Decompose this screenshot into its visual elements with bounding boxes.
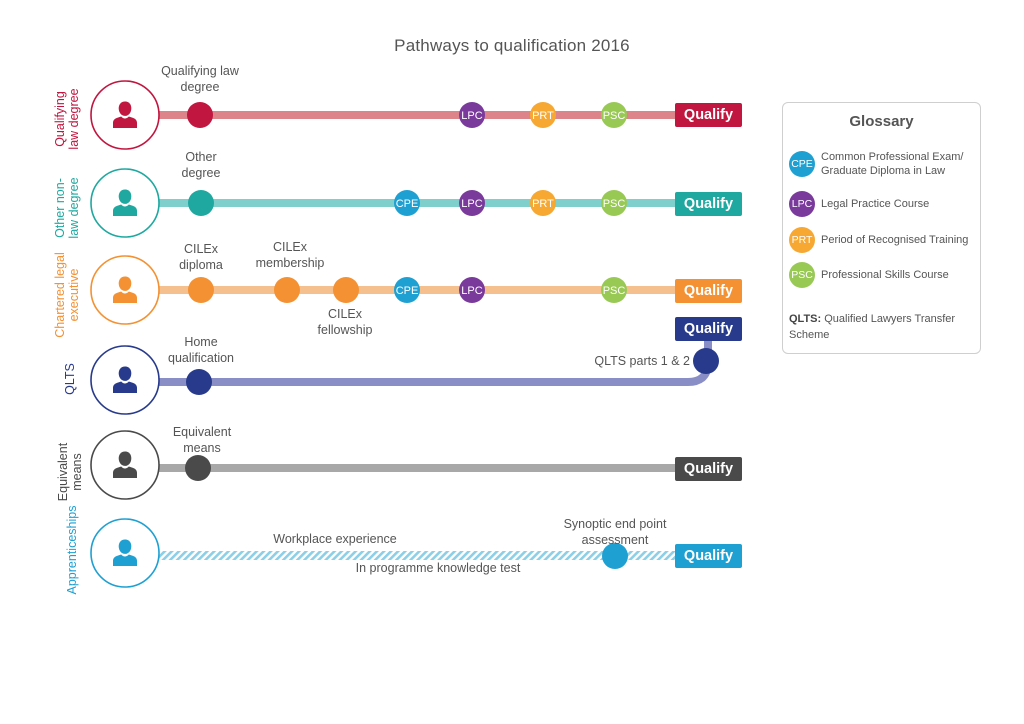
- label-equivalent-means: Equivalent means: [172, 425, 232, 455]
- stage-psc-law-degree-text: PSC: [603, 110, 626, 122]
- glossary-qlts-note: QLTS: Qualified Lawyers Transfer Scheme: [789, 311, 975, 343]
- stage-prt-law-degree: PRT: [530, 102, 556, 128]
- stage-psc-non-law-dot: [601, 190, 627, 216]
- glossary-panel: Glossary CPE Common Professional Exam/ G…: [782, 102, 981, 354]
- stage-lpc-cilex: LPC: [459, 277, 485, 303]
- milestone-cilex-membership: [274, 277, 300, 303]
- stage-prt-law-degree-text: PRT: [532, 110, 554, 122]
- stage-psc-cilex-dot: [601, 277, 627, 303]
- qualify-badge-non-law-degree: Qualify: [675, 192, 742, 216]
- stage-cpe-cilex-text: CPE: [396, 285, 419, 297]
- qlts-term: QLTS:: [789, 313, 822, 325]
- stage-cpe-non-law: CPE: [394, 190, 420, 216]
- stage-lpc-law-degree-dot: [459, 102, 485, 128]
- avatar-cilex: [90, 255, 160, 325]
- stage-cpe-cilex-dot: [394, 277, 420, 303]
- milestone-home-qualification: [186, 369, 212, 395]
- label-qlts-parts: QLTS parts 1 & 2: [594, 354, 690, 368]
- qualify-badge-law-degree: Qualify: [675, 103, 742, 127]
- stage-cpe-non-law-dot: [394, 190, 420, 216]
- glossary-item-cpe: CPE Common Professional Exam/ Graduate D…: [789, 150, 963, 178]
- stage-lpc-cilex-dot: [459, 277, 485, 303]
- stage-lpc-non-law-text: LPC: [461, 198, 482, 210]
- route-label-qlts: QLTS: [63, 363, 77, 395]
- avatar-qlts: [90, 345, 160, 415]
- stage-prt-law-degree-dot: [530, 102, 556, 128]
- milestone-qlts-parts: [693, 348, 719, 374]
- stage-cpe-cilex: CPE: [394, 277, 420, 303]
- avatar-non-law-degree: [90, 168, 160, 238]
- glossary-heading: Glossary: [849, 113, 914, 130]
- stage-psc-law-degree: PSC: [601, 102, 627, 128]
- avatar-law-degree: [90, 80, 160, 150]
- glossary-item-lpc: LPC Legal Practice Course: [789, 191, 929, 217]
- stage-lpc-non-law-dot: [459, 190, 485, 216]
- stage-psc-non-law: PSC: [601, 190, 627, 216]
- stage-prt-non-law-dot: [530, 190, 556, 216]
- label-qualifying-law-degree: Qualifying law degree: [161, 64, 239, 94]
- qlts-definition: Qualified Lawyers Transfer Scheme: [789, 313, 956, 341]
- stage-psc-cilex-text: PSC: [603, 285, 626, 297]
- milestone-equivalent-means: [185, 455, 211, 481]
- route-label-apprenticeships: Apprenticeships: [65, 505, 79, 595]
- avatar-equivalent: [90, 430, 160, 500]
- stage-lpc-non-law: LPC: [459, 190, 485, 216]
- label-synoptic-assessment: Synoptic end point assessment: [563, 517, 667, 547]
- stage-psc-law-degree-dot: [601, 102, 627, 128]
- stage-psc-cilex: PSC: [601, 277, 627, 303]
- stage-cpe-non-law-text: CPE: [396, 198, 419, 210]
- glossary-item-psc: PSC Professional Skills Course: [789, 262, 949, 288]
- qualify-badge-cilex: Qualify: [675, 279, 742, 303]
- milestone-synoptic-assessment: [602, 543, 628, 569]
- qualify-badge-apprenticeships: Qualify: [675, 544, 742, 568]
- stage-lpc-law-degree-text: LPC: [461, 110, 482, 122]
- milestone-qualifying-law-degree: [187, 102, 213, 128]
- prt-badge: PRT: [789, 227, 815, 253]
- stage-lpc-law-degree: LPC: [459, 102, 485, 128]
- stage-prt-non-law-text: PRT: [532, 198, 554, 210]
- route-line-apprenticeships: [159, 551, 678, 560]
- route-label-chartered-legal-executive: Chartered legal executive: [53, 252, 81, 338]
- label-knowledge-test: In programme knowledge test: [355, 561, 521, 575]
- route-label-law-degree: Qualifying law degree: [53, 88, 81, 150]
- label-home-qualification: Home qualification: [167, 335, 235, 365]
- lpc-badge: LPC: [789, 191, 815, 217]
- label-cilex-fellowship: CILEx fellowship: [317, 307, 373, 337]
- stage-prt-non-law: PRT: [530, 190, 556, 216]
- stage-lpc-cilex-text: LPC: [461, 285, 482, 297]
- milestone-cilex-fellowship: [333, 277, 359, 303]
- psc-badge: PSC: [789, 262, 815, 288]
- label-other-degree: Other degree: [181, 150, 221, 180]
- label-workplace-experience: Workplace experience: [273, 532, 397, 546]
- stage-psc-non-law-text: PSC: [603, 198, 626, 210]
- glossary-item-prt: PRT Period of Recognised Training: [789, 227, 968, 253]
- milestone-cilex-diploma: [188, 277, 214, 303]
- milestone-other-degree: [188, 190, 214, 216]
- qualify-badge-equivalent: Qualify: [675, 457, 742, 481]
- label-cilex-membership: CILEx membership: [255, 240, 325, 270]
- page-title: Pathways to qualification 2016: [394, 36, 630, 55]
- label-cilex-diploma: CILEx diploma: [179, 242, 223, 272]
- avatar-apprenticeships: [90, 518, 160, 588]
- cpe-badge: CPE: [789, 151, 815, 177]
- qualify-badge-qlts: Qualify: [675, 317, 742, 341]
